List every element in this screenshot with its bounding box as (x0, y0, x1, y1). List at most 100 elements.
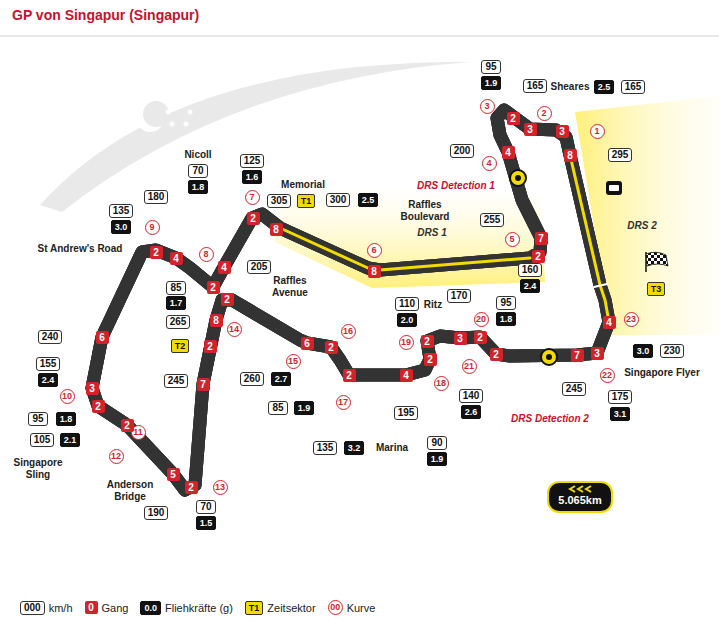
sector-marker: T1 (297, 194, 316, 208)
node-text: 3 (89, 383, 95, 394)
speed-box: 85 (166, 281, 185, 295)
node-text: 105 (34, 434, 51, 445)
node-text: 3 (457, 333, 463, 344)
speed-box: 230 (660, 344, 685, 358)
node-text: 5 (509, 234, 514, 244)
node-text: 23 (626, 314, 636, 324)
node-text: 175 (612, 391, 629, 402)
start-flag (646, 252, 668, 272)
node-text: 10 (62, 391, 72, 401)
g-force-box: 2.6 (461, 405, 482, 419)
node-text: 70 (200, 501, 211, 512)
g-force-box: 1.9 (427, 452, 448, 466)
node-text: 2.4 (524, 281, 537, 291)
node-text: 85 (170, 282, 181, 293)
node-text: 2 (346, 370, 352, 381)
speed-box: 135 (109, 204, 134, 218)
node-text: 13 (215, 482, 225, 492)
node-text: 2 (328, 342, 334, 353)
g-force-box: 1.8 (56, 412, 77, 426)
node-text: 3.0 (637, 346, 650, 356)
legend-sample: 000 (20, 601, 45, 615)
legend-text: km/h (49, 602, 73, 614)
place-name: Singapore Sling (7, 457, 69, 481)
node-text: 155 (40, 358, 57, 369)
node-text: 85 (272, 402, 283, 413)
drs-label: DRS Detection 2 (511, 413, 589, 425)
gear-marker: 2 (532, 250, 545, 263)
node-text: 4 (221, 262, 227, 273)
gear-marker: 2 (343, 369, 356, 382)
g-force-box: 3.0 (111, 220, 132, 234)
speed-box: 85 (268, 401, 287, 415)
corner-number: 19 (399, 335, 414, 350)
place-name: Singapore Flyer (624, 367, 700, 379)
gear-marker: 8 (270, 223, 283, 236)
node-text: 21 (464, 361, 474, 371)
place-name: Nicoll (184, 149, 211, 161)
node-text: 260 (244, 373, 261, 384)
sample-text: 000 (24, 602, 41, 613)
node-text: T1 (301, 196, 312, 206)
node-text: 20 (476, 314, 486, 324)
node-text: 11 (133, 427, 143, 437)
gear-marker: 2 (507, 112, 520, 125)
speed-box: 90 (427, 436, 446, 450)
node-text: 3 (484, 101, 489, 111)
g-force-box: 1.7 (166, 296, 187, 310)
corner-number: 3 (480, 99, 495, 114)
legend: 000km/h0Gang0.0Fliehkräfte (g)T1Zeitsekt… (20, 600, 387, 615)
g-force-box: 2.4 (520, 279, 541, 293)
node-text: 200 (454, 145, 471, 156)
node-text: 9 (149, 222, 154, 232)
lap-length-sign: 5.065km (547, 481, 612, 513)
node-text: 3 (559, 126, 565, 137)
node-text: 1 (594, 126, 599, 136)
place-name: Raffles Avenue (263, 275, 318, 299)
gear-marker: 5 (167, 468, 180, 481)
node-text: 3 (594, 348, 600, 359)
speed-box: 205 (247, 260, 272, 274)
speed-box: 70 (196, 500, 215, 514)
speed-box: 195 (394, 406, 419, 420)
g-force-box: 3.0 (633, 344, 654, 358)
sample-text: 0 (88, 602, 94, 613)
corner-number: 23 (624, 312, 639, 327)
g-force-box: 1.9 (481, 76, 502, 90)
corner-number: 7 (245, 190, 260, 205)
g-force-box: 2.1 (60, 433, 81, 447)
corner-number: 20 (474, 312, 489, 327)
title-rule (0, 36, 719, 37)
node-text: 1.9 (298, 403, 311, 413)
node-text: 22 (602, 370, 612, 380)
node-text: 18 (436, 378, 446, 388)
g-force-box: 1.8 (496, 312, 517, 326)
node-text: 2.0 (401, 315, 414, 325)
speed-box: 240 (38, 330, 63, 344)
gear-marker: 7 (535, 232, 548, 245)
node-text: 2.7 (275, 374, 288, 384)
node-text: 2 (427, 354, 433, 365)
g-force-box: 2.7 (271, 372, 292, 386)
gear-marker: 2 (221, 293, 234, 306)
drs-detection-1 (510, 170, 526, 186)
gear-marker: 2 (150, 246, 163, 259)
gear-marker: 6 (301, 337, 314, 350)
node-text: 2.4 (42, 375, 55, 385)
node-text: 90 (431, 437, 442, 448)
track (92, 110, 609, 490)
legend-item: 000 km/h (20, 601, 73, 615)
speed-box: 125 (240, 154, 265, 168)
node-text: 2 (210, 282, 216, 293)
node-text: 2 (124, 420, 130, 431)
speed-box: 180 (144, 190, 169, 204)
place-name: Memorial (281, 179, 325, 191)
node-text: 300 (330, 194, 347, 205)
node-text: 190 (148, 507, 165, 518)
node-text: 135 (317, 442, 334, 453)
node-text: T2 (175, 341, 186, 351)
speed-box: 165 (621, 80, 646, 94)
corner-number: 14 (227, 322, 242, 337)
gear-marker: 2 (424, 353, 437, 366)
